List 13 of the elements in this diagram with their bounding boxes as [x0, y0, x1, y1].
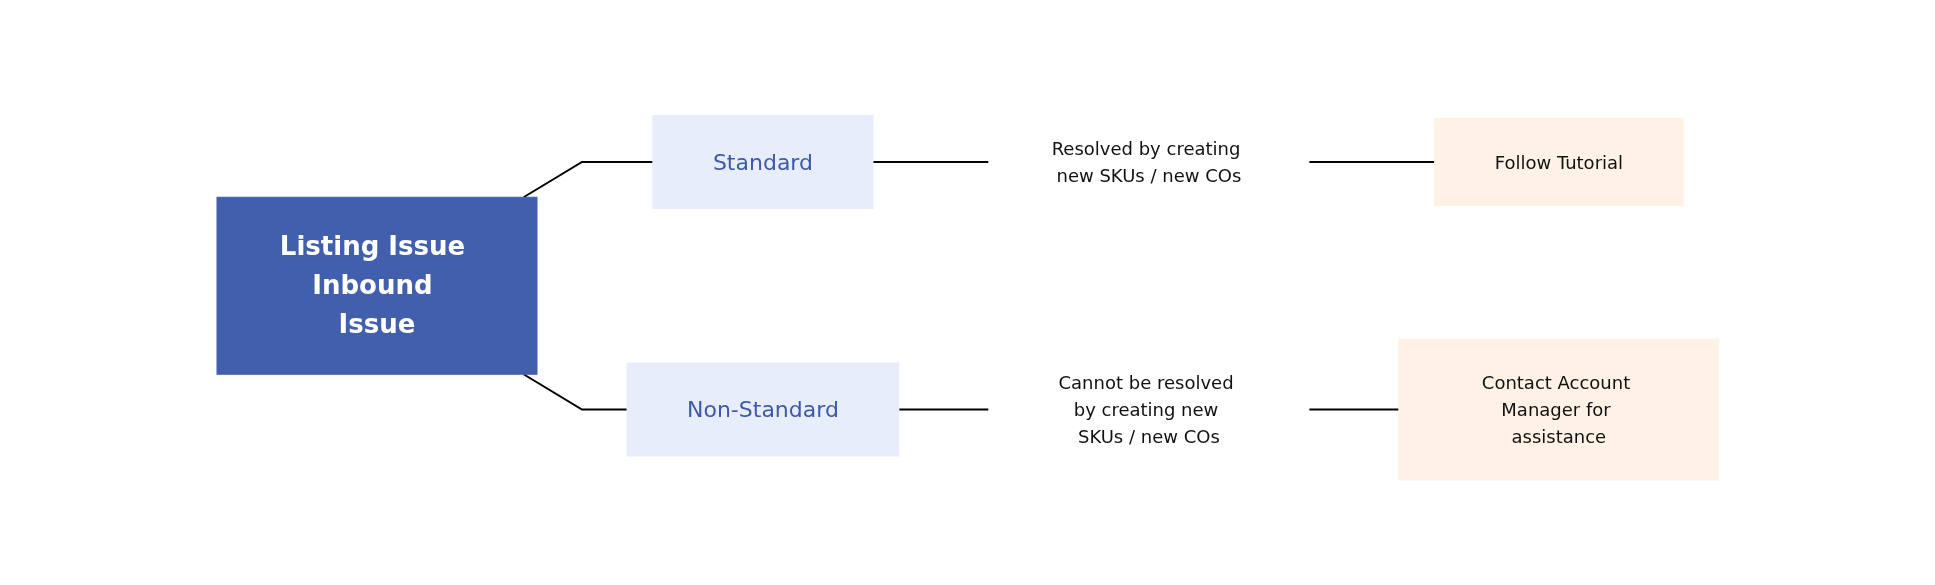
node-text: Resolved by creating new SKUs / new COs	[1051, 138, 1241, 186]
connector	[1307, 161, 1436, 163]
node-box: Follow Tutorial	[1433, 118, 1684, 206]
connector	[522, 373, 628, 411]
connector	[897, 408, 990, 411]
node-box: Standard	[651, 115, 874, 209]
connector	[522, 161, 654, 199]
node-box: Listing Issue Inbound Issue	[216, 196, 538, 375]
node-text: Cannot be resolved by creating new SKUs / new COs	[1058, 372, 1234, 447]
node-box: Non-Standard	[626, 362, 899, 457]
connector	[1307, 408, 1400, 411]
node-box: Contact Account Manager for assistance	[1397, 338, 1719, 481]
connector	[871, 161, 990, 163]
